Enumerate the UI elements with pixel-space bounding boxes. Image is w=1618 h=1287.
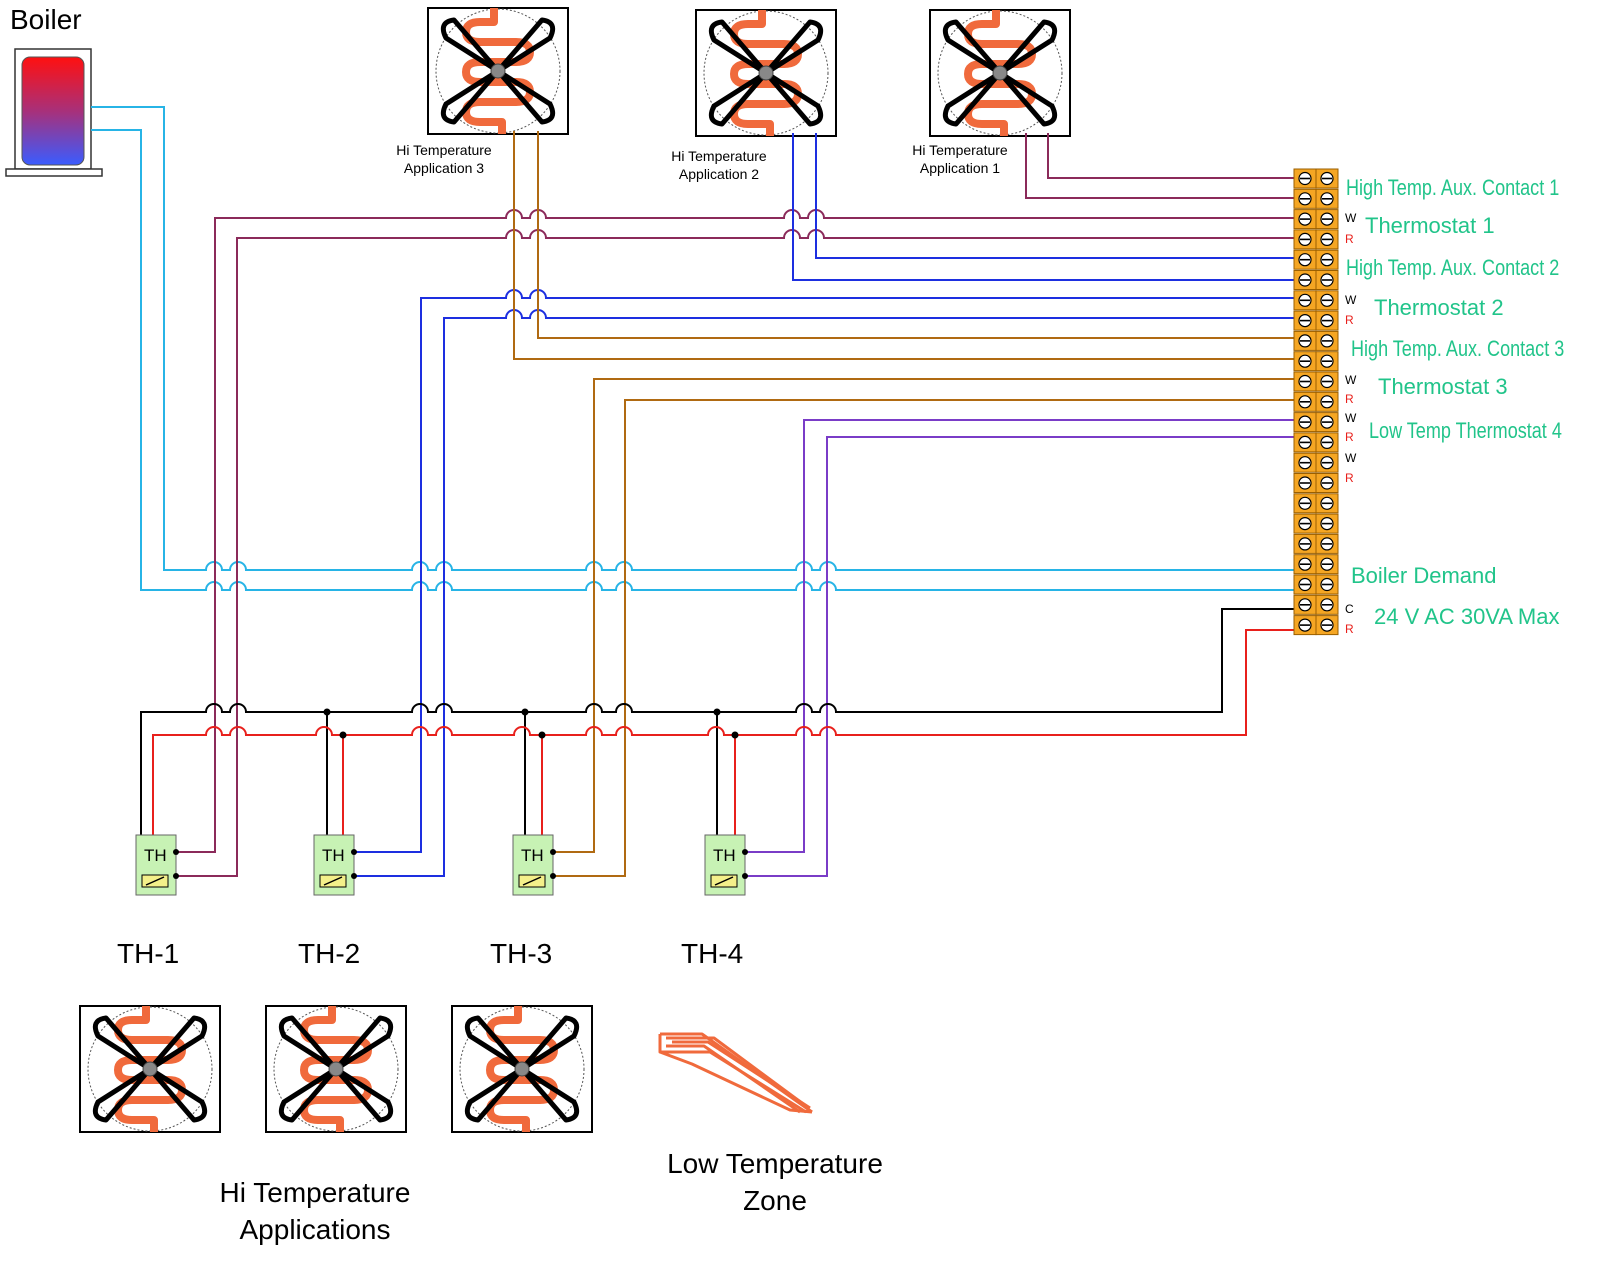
aux-contact-2-label: High Temp. Aux. Contact 2: [1346, 255, 1560, 280]
thermostat-th-2: [313, 834, 357, 896]
thermostat-4-w-wire: [746, 419, 1298, 853]
pin-c: C: [1345, 602, 1354, 616]
pin-w-1: W: [1345, 211, 1357, 225]
thermostat-4-r-wire: [746, 436, 1298, 877]
terminal-cell: [1293, 229, 1339, 250]
pin-r-5: R: [1345, 471, 1354, 485]
pin-r-3: R: [1345, 392, 1354, 406]
hi-temp-app-3-fan-icon: [428, 8, 568, 134]
th-4-label: TH-4: [681, 938, 744, 969]
terminal-cell: [1293, 452, 1339, 474]
terminal-strip: [1293, 168, 1339, 636]
hot-r-wire: [152, 629, 1298, 835]
terminal-cell: [1293, 188, 1339, 210]
terminal-cell: [1293, 391, 1339, 413]
terminal-cell: [1293, 208, 1339, 230]
aux-2-wire-a: [815, 133, 1298, 259]
boiler-demand-label: Boiler Demand: [1351, 563, 1497, 588]
thermostat-2-w-wire: [356, 289, 1298, 853]
aux-contact-3-label: High Temp. Aux. Contact 3: [1351, 336, 1565, 361]
thermostat-3-w-wire: [553, 378, 1298, 853]
common-c-wire: [140, 608, 1298, 835]
thermostat-2-terminal-label: Thermostat 2: [1374, 295, 1504, 320]
terminal-cell: [1293, 371, 1339, 392]
pin-w-3: W: [1345, 373, 1357, 387]
terminal-cell: [1293, 614, 1339, 636]
hi-temp-fan-3-icon: [452, 1006, 592, 1132]
terminal-cell: [1293, 432, 1339, 453]
thermostat-th-1: [135, 834, 179, 896]
terminal-cell: [1293, 249, 1339, 271]
pin-r-power: R: [1345, 622, 1354, 636]
thermostat-th-3: [512, 834, 556, 896]
pin-w-2: W: [1345, 293, 1357, 307]
terminal-cell: [1293, 289, 1339, 311]
thermostat-1-w-wire: [178, 209, 1298, 853]
thermostat-1-r-wire: [178, 229, 1298, 877]
pin-r-2: R: [1345, 313, 1354, 327]
terminal-cell: [1293, 411, 1339, 433]
terminal-cell: [1293, 492, 1339, 514]
terminal-cell: [1293, 269, 1339, 291]
th-3-label: TH-3: [490, 938, 553, 969]
aux-3-wire-b: [513, 131, 1298, 360]
thermostat-3-terminal-label: Thermostat 3: [1378, 374, 1508, 399]
pin-w-4: W: [1345, 411, 1357, 425]
aux-contact-1-label: High Temp. Aux. Contact 1: [1346, 175, 1560, 200]
pin-r-1: R: [1345, 232, 1354, 246]
boiler-demand-wire-2: [91, 129, 1298, 591]
pin-r-4: R: [1345, 430, 1354, 444]
th-4-box-label: TH: [713, 846, 736, 865]
power-supply-label: 24 V AC 30VA Max: [1374, 604, 1560, 629]
thermostat-th-4: [704, 834, 748, 896]
th-3-box-label: TH: [521, 846, 544, 865]
th-1-label: TH-1: [117, 938, 180, 969]
hi-temp-fan-1-icon: [80, 1006, 220, 1132]
th-2-box-label: TH: [322, 846, 345, 865]
aux-1-wire-b: [1025, 133, 1298, 199]
thermostat-3-r-wire: [553, 399, 1298, 877]
terminal-cell: [1293, 168, 1339, 189]
terminal-cell: [1293, 574, 1339, 595]
aux-1-wire-a: [1047, 133, 1298, 179]
boiler-label: Boiler: [10, 4, 82, 35]
hi-temp-app-2-fan-icon: [696, 10, 836, 136]
boiler-demand-wire-1: [91, 106, 1298, 571]
low-temp-floor-coil-icon: [658, 1032, 813, 1114]
thermostat-2-r-wire: [356, 309, 1298, 877]
terminal-cell: [1293, 553, 1339, 575]
terminal-cell: [1293, 513, 1339, 534]
thermostat-4-terminal-label: Low Temp Thermostat 4: [1369, 418, 1562, 443]
th-1-box-label: TH: [144, 846, 167, 865]
boiler-unit: [5, 48, 103, 177]
terminal-cell: [1293, 594, 1339, 616]
terminal-cell: [1293, 330, 1339, 352]
hi-temp-app-1-fan-icon: [930, 10, 1070, 136]
terminal-cell: [1293, 472, 1339, 494]
hi-temp-fan-2-icon: [266, 1006, 406, 1132]
terminal-cell: [1293, 350, 1339, 372]
thermostat-1-terminal-label: Thermostat 1: [1365, 213, 1495, 238]
terminal-cell: [1293, 533, 1339, 555]
terminal-cell: [1293, 310, 1339, 331]
aux-2-wire-b: [792, 133, 1298, 281]
aux-3-wire-a: [537, 131, 1298, 339]
th-2-label: TH-2: [298, 938, 361, 969]
pin-w-5: W: [1345, 451, 1357, 465]
